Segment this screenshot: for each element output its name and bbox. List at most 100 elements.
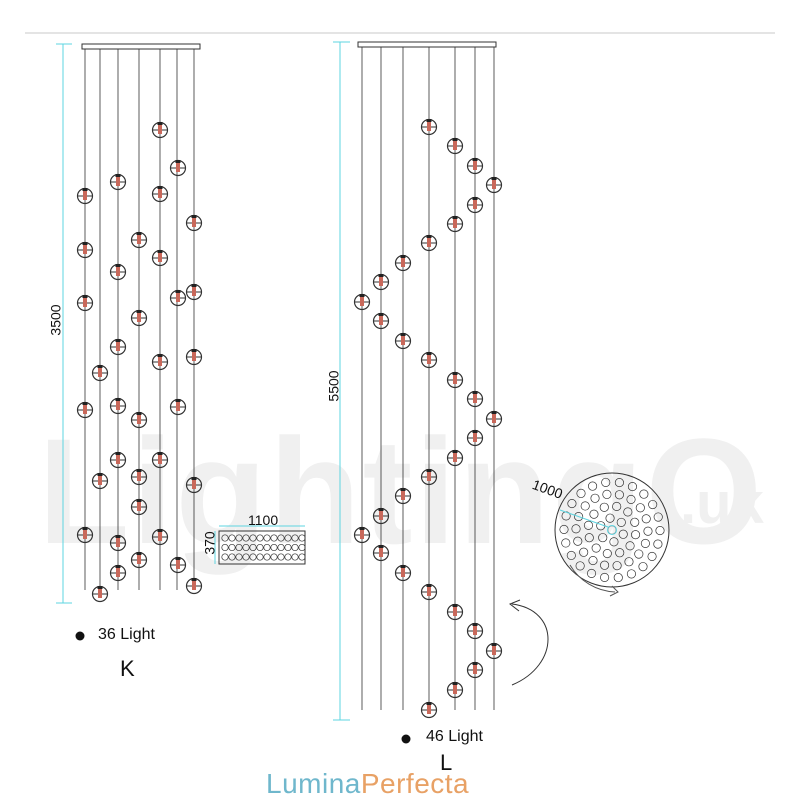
- k-plan-hole: [291, 543, 299, 552]
- l-plan-hole: [600, 560, 610, 570]
- k-pendant-light-cap: [82, 188, 88, 191]
- k-pendant-light-core: [137, 502, 141, 511]
- l-canopy: [357, 41, 497, 48]
- l-plan-hole: [588, 556, 598, 566]
- k-pendant-light-core: [192, 287, 196, 296]
- l-canopy-plan: [554, 472, 670, 588]
- l-pendant-light-core: [453, 685, 457, 694]
- l-plan-hole: [615, 548, 625, 558]
- k-plan-hole: [298, 543, 306, 552]
- l-plan-hole: [586, 568, 597, 578]
- k-pendant-light-core: [158, 253, 162, 262]
- k-pendant-light-cap: [97, 473, 103, 476]
- brand-logo: LuminaPerfecta: [266, 768, 469, 800]
- l-pendant-light-core: [473, 433, 477, 442]
- l-plan-hole: [643, 526, 653, 536]
- k-plan-hole: [256, 553, 264, 561]
- k-pendant-light-cap: [136, 469, 142, 472]
- l-pendant-light-core: [360, 297, 364, 306]
- l-plan-hole: [640, 538, 650, 548]
- k-pendant-light-core: [158, 189, 162, 198]
- k-pendant-light-cap: [136, 499, 142, 502]
- l-pendant-light-cap: [491, 177, 497, 180]
- k-pendant-light-cap: [97, 365, 103, 368]
- l-plan-hole: [626, 494, 636, 504]
- l-plan-hole: [574, 512, 584, 522]
- k-pendant-light-core: [98, 368, 102, 377]
- k-plan-hole: [291, 534, 299, 542]
- l-pendant-light-core: [427, 238, 431, 247]
- k-pendant-light-core: [116, 267, 120, 276]
- l-pendant-light-cap: [472, 662, 478, 665]
- k-plan-hole: [235, 534, 243, 542]
- l-pendant-light-core: [473, 626, 477, 635]
- k-pendant-light-core: [158, 357, 162, 366]
- l-pendant-light-core: [473, 200, 477, 209]
- l-pendant-light-cap: [472, 158, 478, 161]
- k-plan-hole: [242, 534, 250, 542]
- k-pendant-light-core: [192, 480, 196, 489]
- l-pendant-light-core: [427, 472, 431, 481]
- k-plan-hole: [228, 543, 236, 552]
- k-plan-hole: [256, 534, 264, 542]
- k-plan-hole: [284, 543, 292, 552]
- k-canopy-depth-label: 370: [201, 531, 218, 555]
- l-plan-hole: [653, 512, 663, 522]
- l-pendant-light-core: [379, 316, 383, 325]
- l-plan-hole: [589, 509, 599, 519]
- k-pendant-light-cap: [136, 232, 142, 235]
- k-pendant-light-core: [83, 405, 87, 414]
- k-pendant-light-core: [158, 125, 162, 134]
- k-pendant-light-cap: [157, 186, 163, 189]
- l-plan-hole: [639, 489, 649, 499]
- l-pendant-light-cap: [452, 682, 458, 685]
- k-pendant-light-core: [137, 235, 141, 244]
- l-plan-hole: [635, 503, 645, 513]
- l-pendant-light-cap: [472, 197, 478, 200]
- l-pendant-light-core: [453, 219, 457, 228]
- l-pendant-light-core: [453, 453, 457, 462]
- l-pendant-light-cap: [452, 372, 458, 375]
- k-plan-hole: [242, 543, 250, 552]
- k-pendant-light-cap: [82, 402, 88, 405]
- l-pendant-light-core: [427, 587, 431, 596]
- k-plan-hole: [249, 543, 257, 552]
- k-pendant-light-core: [83, 191, 87, 200]
- l-pendant-light-cap: [426, 702, 432, 705]
- l-light-count: 46 Light: [426, 728, 483, 745]
- l-pendant-light-cap: [472, 391, 478, 394]
- l-pendant-light-core: [379, 548, 383, 557]
- l-pendant-light-cap: [359, 294, 365, 297]
- k-pendant-light-core: [116, 401, 120, 410]
- l-plan-hole: [559, 524, 569, 534]
- k-pendant-light-core: [116, 455, 120, 464]
- k-plan-hole: [298, 553, 306, 561]
- l-plan-hole: [575, 561, 585, 571]
- l-plan-hole: [638, 562, 648, 572]
- k-plan-hole: [270, 553, 278, 561]
- k-pendant-light-core: [83, 530, 87, 539]
- l-plan-hole: [625, 541, 635, 551]
- l-pendant-light-core: [473, 665, 477, 674]
- l-plan-hole: [602, 489, 612, 499]
- k-plan-hole: [298, 534, 306, 542]
- l-plan-hole: [601, 477, 611, 487]
- k-pendant-light-cap: [191, 578, 197, 581]
- l-plan-hole: [648, 499, 658, 510]
- l-pendant-light-core: [379, 277, 383, 286]
- l-pendant-light-cap: [472, 623, 478, 626]
- l-plan-hole: [618, 529, 628, 539]
- l-plan-hole: [630, 530, 641, 540]
- l-plan-hole: [612, 561, 622, 571]
- k-model-letter: K: [120, 656, 135, 681]
- l-pendant-light-core: [427, 122, 431, 131]
- k-pendant-light-cap: [97, 586, 103, 589]
- l-height-label: 5500: [325, 370, 342, 402]
- k-pendant-light-cap: [115, 565, 121, 568]
- k-plan-hole: [277, 534, 285, 542]
- k-pendant-light-core: [83, 245, 87, 254]
- k-pendant-light-cap: [191, 215, 197, 218]
- l-plan-hole: [580, 501, 590, 511]
- l-pendant-light-cap: [426, 235, 432, 238]
- k-pendant-light-core: [192, 352, 196, 361]
